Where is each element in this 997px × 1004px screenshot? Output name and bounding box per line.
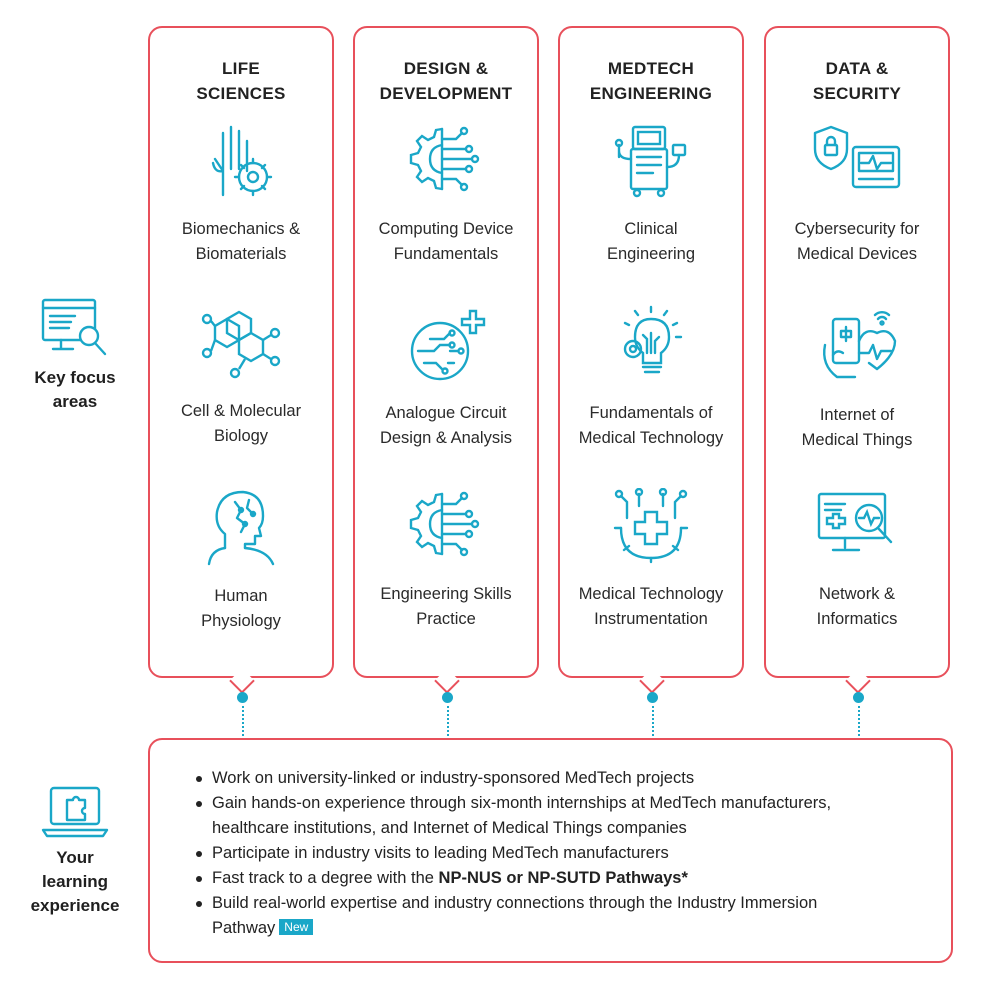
- column-title: DATA & SECURITY: [812, 59, 902, 103]
- experience-item: Gain hands-on experience through six-mon…: [196, 791, 951, 841]
- lightbulb-gear-icon: [623, 305, 683, 374]
- item-cybersecurity: Cybersecurity for Medical Devices: [766, 123, 948, 267]
- item-label: Network & Informatics: [816, 585, 898, 628]
- gear-circuit-icon: [409, 491, 480, 557]
- item-label: Analogue Circuit Design & Analysis: [379, 404, 513, 447]
- item-medtech-instrumentation: Medical Technology Instrumentation: [560, 488, 742, 632]
- column-life-sciences: LIFE SCIENCES Biomechanics & Biomaterial…: [148, 26, 334, 678]
- item-label: Engineering Skills Practice: [380, 585, 512, 628]
- column-title: MEDTECH ENGINEERING: [589, 59, 713, 103]
- item-label: Fundamentals of Medical Technology: [578, 404, 724, 447]
- circuit-plus-icon: [410, 309, 486, 381]
- connector-line: [652, 706, 654, 736]
- hand-gear-icon: [211, 125, 273, 197]
- experience-text: Work on university-linked or industry-sp…: [212, 769, 695, 787]
- item-label: Internet of Medical Things: [801, 406, 913, 449]
- monitor-search-icon: [817, 492, 893, 552]
- connector-dot: [853, 692, 864, 703]
- connector-line: [242, 706, 244, 736]
- new-badge: New: [279, 919, 314, 935]
- experience-item: Fast track to a degree with the NP-NUS o…: [196, 866, 951, 891]
- item-label: Biomechanics & Biomaterials: [181, 220, 301, 263]
- gear-circuit-icon: [409, 126, 480, 192]
- item-network-informatics: Network & Informatics: [766, 488, 948, 632]
- monitor-search-icon: [41, 298, 107, 356]
- item-label: Computing Device Fundamentals: [378, 220, 514, 263]
- learning-experience-label: Your learning experience: [30, 848, 120, 915]
- experience-item: Participate in industry visits to leadin…: [196, 841, 951, 866]
- pathways-highlight: NP-NUS or NP-SUTD Pathways*: [438, 869, 688, 887]
- connector-dot: [442, 692, 453, 703]
- medical-cross-gear-icon: [613, 488, 689, 564]
- item-label: Human Physiology: [201, 587, 281, 630]
- experience-text: Fast track to a degree with the: [212, 869, 439, 887]
- human-head-icon: [207, 490, 275, 566]
- item-computing-device: Computing Device Fundamentals: [355, 123, 537, 267]
- connector-dot: [647, 692, 658, 703]
- item-cell-molecular: Cell & Molecular Biology: [150, 305, 332, 449]
- item-label: Cybersecurity for Medical Devices: [794, 220, 920, 263]
- item-label: Cell & Molecular Biology: [180, 402, 302, 445]
- learning-experience-box: Work on university-linked or industry-sp…: [148, 738, 953, 963]
- laptop-puzzle-icon: [41, 786, 109, 838]
- item-label: Clinical Engineering: [606, 220, 696, 263]
- item-engineering-skills: Engineering Skills Practice: [355, 488, 537, 632]
- experience-item: Build real-world expertise and industry …: [196, 891, 951, 941]
- key-focus-areas-label: Key focus areas: [34, 368, 116, 411]
- experience-text: Gain hands-on experience through six-mon…: [212, 794, 832, 837]
- column-title: LIFE SCIENCES: [196, 59, 286, 103]
- connector-dot: [237, 692, 248, 703]
- molecule-icon: [201, 310, 281, 379]
- item-biomechanics: Biomechanics & Biomaterials: [150, 123, 332, 267]
- column-data-security: DATA & SECURITY Cybersecurity for Medica…: [764, 26, 950, 678]
- connector-line: [858, 706, 860, 736]
- key-focus-areas: Key focus areas: [10, 296, 140, 414]
- phone-heart-icon: [823, 310, 897, 379]
- connector-line: [447, 706, 449, 736]
- shield-monitor-icon: [813, 125, 901, 189]
- learning-experience: Your learning experience: [10, 784, 140, 918]
- experience-text: Build real-world expertise and industry …: [212, 894, 818, 937]
- item-label: Medical Technology Instrumentation: [578, 585, 724, 628]
- column-title: DESIGN & DEVELOPMENT: [379, 59, 513, 103]
- experience-item: Work on university-linked or industry-sp…: [196, 766, 951, 791]
- item-fundamentals-medtech: Fundamentals of Medical Technology: [560, 305, 742, 451]
- column-medtech-engineering: MEDTECH ENGINEERING Clinical Engineering…: [558, 26, 744, 678]
- item-clinical-engineering: Clinical Engineering: [560, 123, 742, 267]
- column-design-development: DESIGN & DEVELOPMENT Computing Device Fu…: [353, 26, 539, 678]
- experience-list: Work on university-linked or industry-sp…: [150, 740, 951, 941]
- item-analogue-circuit: Analogue Circuit Design & Analysis: [355, 305, 537, 451]
- item-iomt: Internet of Medical Things: [766, 305, 948, 453]
- medical-machine-icon: [614, 125, 687, 198]
- item-human-physiology: Human Physiology: [150, 488, 332, 634]
- experience-text: Participate in industry visits to leadin…: [212, 844, 669, 862]
